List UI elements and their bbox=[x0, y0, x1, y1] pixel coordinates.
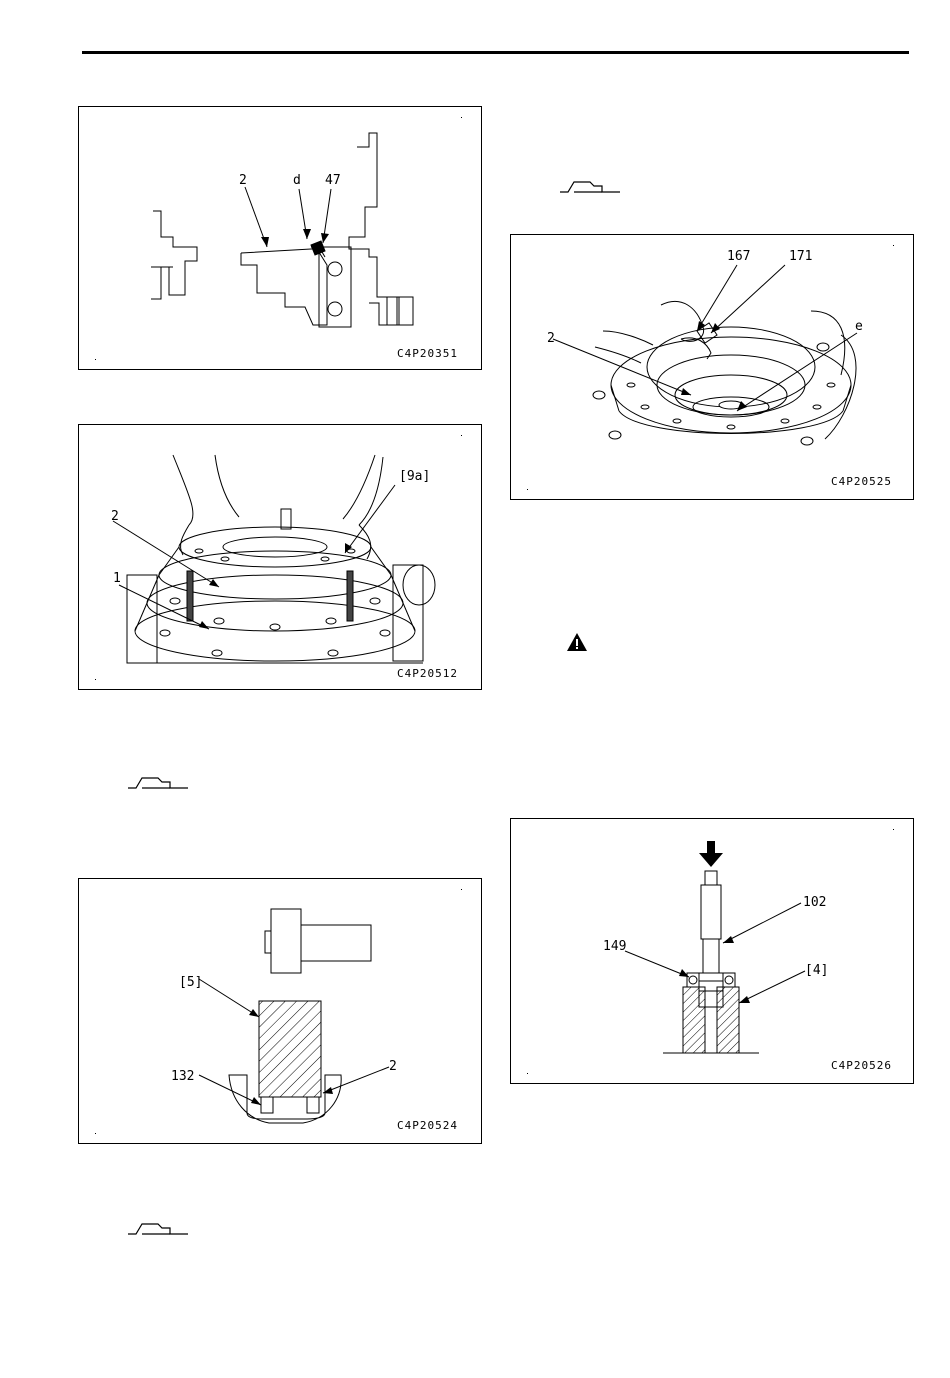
callout-2: 2 bbox=[389, 1059, 397, 1074]
warning-triangle-icon bbox=[566, 632, 588, 652]
figure-code: C4P20524 bbox=[397, 1119, 458, 1132]
figure-c4p20525-drawing bbox=[511, 235, 913, 499]
figure-c4p20526: 102 149 [4] C4P20526 bbox=[510, 818, 914, 1084]
callout-102: 102 bbox=[803, 895, 826, 910]
corner-mark bbox=[95, 679, 96, 680]
sealant-tube-icon bbox=[128, 1220, 190, 1238]
callout-5: [5] bbox=[179, 975, 202, 990]
callout-47: 47 bbox=[325, 173, 341, 188]
callout-e: e bbox=[855, 319, 863, 334]
figure-c4p20525: 167 171 2 e C4P20525 bbox=[510, 234, 914, 500]
figure-code: C4P20525 bbox=[831, 475, 892, 488]
callout-2: 2 bbox=[547, 331, 555, 346]
corner-mark bbox=[461, 889, 462, 890]
corner-mark bbox=[527, 1073, 528, 1074]
callout-171: 171 bbox=[789, 249, 812, 264]
callout-4: [4] bbox=[805, 963, 828, 978]
callout-2: 2 bbox=[239, 173, 247, 188]
corner-mark bbox=[95, 359, 96, 360]
figure-c4p20524-drawing bbox=[79, 879, 481, 1143]
corner-mark bbox=[527, 489, 528, 490]
figure-c4p20526-drawing bbox=[511, 819, 913, 1083]
callout-2: 2 bbox=[111, 509, 119, 524]
callout-1: 1 bbox=[113, 571, 121, 586]
corner-mark bbox=[461, 435, 462, 436]
figure-c4p20351: 2 d 47 C4P20351 bbox=[78, 106, 482, 370]
callout-132: 132 bbox=[171, 1069, 194, 1084]
callout-d: d bbox=[293, 173, 301, 188]
figure-code: C4P20351 bbox=[397, 347, 458, 360]
figure-code: C4P20512 bbox=[397, 667, 458, 680]
callout-9a: [9a] bbox=[399, 469, 430, 484]
sealant-tube-icon bbox=[128, 774, 190, 792]
callout-167: 167 bbox=[727, 249, 750, 264]
corner-mark bbox=[95, 1133, 96, 1134]
header-rule bbox=[82, 51, 909, 54]
corner-mark bbox=[893, 829, 894, 830]
callout-149: 149 bbox=[603, 939, 626, 954]
figure-c4p20512-drawing bbox=[79, 425, 481, 689]
figure-code: C4P20526 bbox=[831, 1059, 892, 1072]
corner-mark bbox=[461, 117, 462, 118]
figure-c4p20512: 2 1 [9a] C4P20512 bbox=[78, 424, 482, 690]
corner-mark bbox=[893, 245, 894, 246]
figure-c4p20524: [5] 132 2 C4P20524 bbox=[78, 878, 482, 1144]
figure-c4p20351-drawing bbox=[79, 107, 481, 369]
sealant-tube-icon bbox=[560, 178, 622, 196]
